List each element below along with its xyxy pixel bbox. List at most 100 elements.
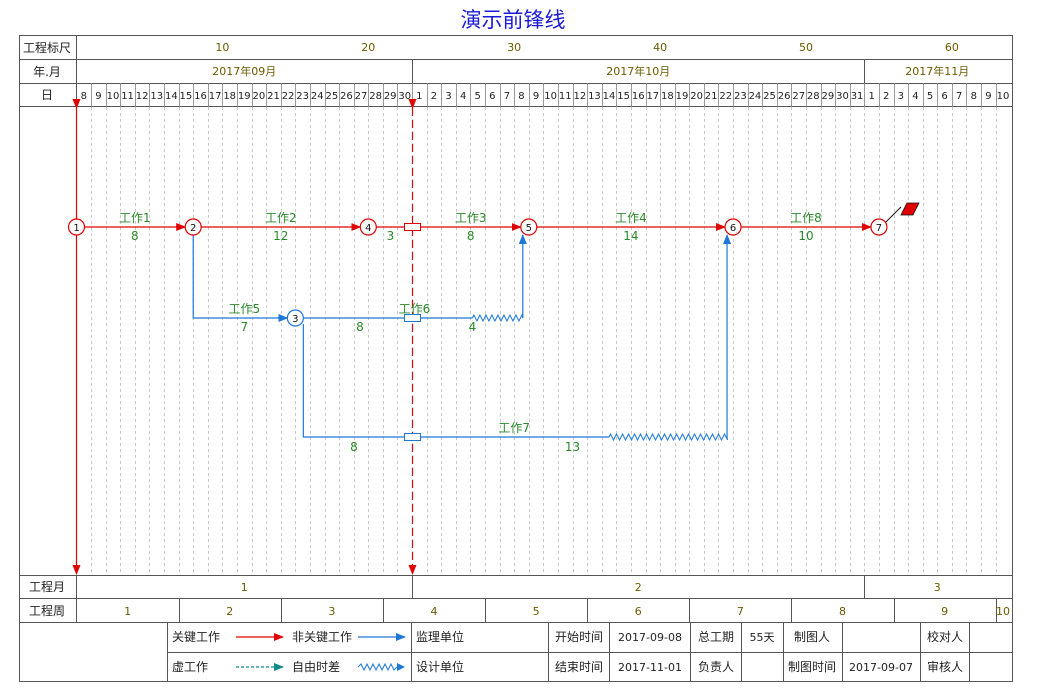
finish-flag-icon — [900, 202, 920, 216]
day-label: 26 — [340, 91, 353, 102]
node-6-circle — [724, 218, 742, 236]
day-label: 18 — [661, 91, 674, 102]
node-4-label: 4 — [365, 223, 371, 234]
day-label: 28 — [369, 91, 382, 102]
project-week-label: 2 — [226, 605, 233, 618]
day-label: 28 — [807, 91, 820, 102]
day-label: 13 — [588, 91, 601, 102]
end-time-label: 结束时间 — [555, 660, 603, 674]
day-label: 8 — [518, 91, 524, 102]
legend-free-float-arrowhead — [397, 663, 405, 671]
day-label: 8 — [971, 91, 977, 102]
day-label: 2 — [883, 91, 889, 102]
activity-8-duration: 10 — [798, 229, 813, 243]
day-label: 30 — [836, 91, 849, 102]
day-label: 21 — [705, 91, 718, 102]
day-label: 19 — [238, 91, 251, 102]
node-7-label: 7 — [876, 223, 882, 234]
day-label: 21 — [267, 91, 280, 102]
front-line-marker-row2 — [404, 314, 421, 322]
project-month-label: 2 — [635, 581, 642, 594]
activity-7-duration: 8 — [350, 440, 358, 454]
activity-5-line — [192, 235, 288, 319]
day-label: 5 — [475, 91, 481, 102]
day-label: 14 — [603, 91, 616, 102]
scale-tick-label: 50 — [799, 41, 813, 54]
day-label: 10 — [997, 91, 1010, 102]
project-week-label: 3 — [328, 605, 335, 618]
project-month-label: 3 — [934, 581, 941, 594]
day-label: 5 — [927, 91, 933, 102]
scale-row-label: 工程标尺 — [23, 40, 71, 55]
finish-flag-pole — [884, 206, 902, 224]
activity-3-name: 工作3 — [455, 211, 487, 225]
drafter-label: 制图人 — [794, 630, 830, 644]
project-week-label: 5 — [533, 605, 540, 618]
day-label: 1 — [416, 91, 422, 102]
end-time-value: 2017-11-01 — [618, 661, 682, 674]
node-7-circle — [870, 218, 888, 236]
day-label: 12 — [136, 91, 149, 102]
activity-7-free-float — [608, 432, 729, 442]
node-6-label: 6 — [730, 223, 736, 234]
activity-2-name: 工作2 — [265, 211, 297, 225]
project-week-label: 9 — [941, 605, 948, 618]
activity-5-name: 工作5 — [228, 302, 260, 316]
day-label: 6 — [489, 91, 495, 102]
day-label: 11 — [559, 91, 572, 102]
day-label: 29 — [822, 91, 835, 102]
activity-3-done-duration: 3 — [387, 229, 395, 243]
scale-tick-label: 30 — [507, 41, 521, 54]
activity-1-duration: 8 — [131, 229, 139, 243]
legend-noncritical-label: 非关键工作 — [292, 630, 352, 644]
legend-designer-label: 设计单位 — [416, 659, 464, 674]
day-label: 29 — [384, 91, 397, 102]
start-time-value: 2017-09-08 — [618, 631, 682, 644]
project-week-label: 7 — [737, 605, 744, 618]
draw-time-value: 2017-09-07 — [849, 661, 913, 674]
scale-tick-label: 10 — [215, 41, 229, 54]
activity-6-duration: 8 — [356, 320, 364, 334]
ym-row-label: 年.月 — [33, 65, 61, 79]
day-label: 20 — [690, 91, 703, 102]
month-label: 2017年09月 — [212, 64, 276, 78]
activity-6-float-label: 4 — [469, 320, 477, 334]
node-2-circle — [184, 218, 202, 236]
project-week-label: 8 — [839, 605, 846, 618]
activity-4-duration: 14 — [623, 229, 638, 243]
activity-7-line — [302, 324, 610, 438]
day-label: 17 — [209, 91, 222, 102]
project-month-cells: 1 2 3 — [241, 575, 941, 599]
project-month-label: 1 — [241, 581, 248, 594]
day-label: 10 — [107, 91, 120, 102]
day-label: 25 — [325, 91, 338, 102]
day-row-label: 日 — [41, 88, 53, 102]
day-label: 13 — [150, 91, 163, 102]
legend-free-float-wave — [357, 662, 398, 672]
header-frame — [19, 35, 1013, 682]
week-row-label: 工程周 — [29, 603, 65, 618]
node-5-circle — [520, 218, 538, 236]
legend-table-lines — [167, 622, 1013, 682]
day-label: 11 — [121, 91, 134, 102]
day-label: 27 — [792, 91, 805, 102]
chart-title: 演示前锋线 — [461, 8, 566, 32]
day-label: 22 — [719, 91, 732, 102]
day-grid-lines — [91, 107, 997, 575]
day-label: 6 — [941, 91, 947, 102]
activity-5-duration: 7 — [240, 320, 248, 334]
checker-label: 校对人 — [927, 629, 963, 644]
day-label: 26 — [778, 91, 791, 102]
node-5-label: 5 — [526, 223, 532, 234]
owner-label: 负责人 — [698, 660, 734, 674]
day-label: 27 — [355, 91, 368, 102]
node-3-label: 3 — [292, 314, 298, 325]
node-3-circle — [286, 309, 304, 327]
activity-1-name: 工作1 — [119, 211, 151, 225]
day-label: 12 — [573, 91, 586, 102]
activity-7-duration-remaining: 13 — [565, 440, 580, 454]
day-label: 30 — [398, 91, 411, 102]
